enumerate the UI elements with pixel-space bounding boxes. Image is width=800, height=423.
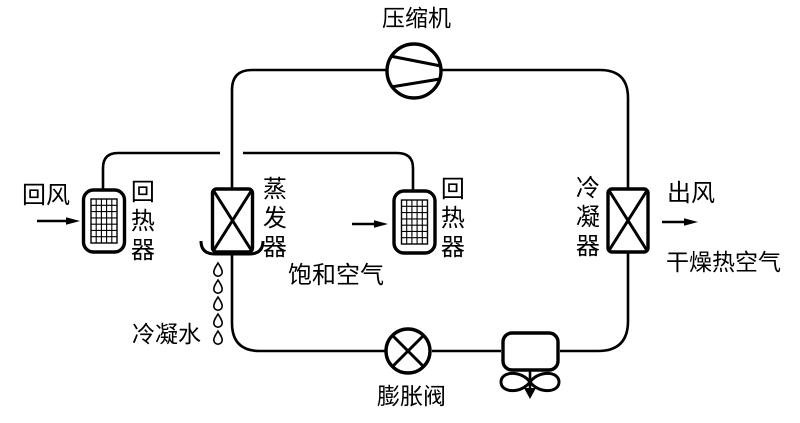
pipe-reheater-loop-left <box>101 151 220 190</box>
compressor-label: 压缩机 <box>382 6 451 32</box>
compressor-symbol <box>385 42 443 100</box>
condenser-label: 冷凝器 <box>571 175 600 262</box>
return-air-label: 回风 <box>22 181 70 209</box>
return-air-arrow <box>37 217 80 225</box>
pipe-compressor-to-condenser <box>441 68 630 189</box>
pipe-reheater-loop-right <box>243 151 415 192</box>
airflow-arrows <box>37 217 698 228</box>
dry-hot-air-label: 干燥热空气 <box>666 250 781 276</box>
reheater-right-label: 回热器 <box>436 176 465 263</box>
refrigerant-pipes <box>101 68 630 353</box>
outlet-air-arrow <box>662 218 698 226</box>
reheater-left-symbol <box>81 188 127 254</box>
pipe-condenser-to-receiver <box>560 252 630 353</box>
evaporator-label: 蒸发器 <box>258 176 287 263</box>
condensate-water-label: 冷凝水 <box>132 322 201 348</box>
evaporator-symbol <box>210 187 255 254</box>
drip-tray <box>199 240 265 256</box>
pipe-expansion-valve-to-evaporator <box>230 252 386 353</box>
expansion-valve-symbol <box>384 327 432 375</box>
reheater-right-symbol <box>392 189 437 255</box>
reheater-left-label: 回热器 <box>126 179 155 266</box>
outlet-air-label: 出风 <box>667 179 715 207</box>
saturated-air-arrow <box>352 220 388 228</box>
expansion-valve-label: 膨胀阀 <box>377 384 446 410</box>
condensate-droplets-icon <box>213 262 223 346</box>
condenser-symbol <box>606 187 650 254</box>
coil-grid <box>91 199 117 243</box>
saturated-air-label: 饱和空气 <box>288 261 384 289</box>
coil-grid <box>401 200 428 244</box>
down-arrowhead <box>524 388 536 399</box>
receiver-symbol <box>501 331 560 372</box>
pipe-evaporator-to-compressor <box>230 68 387 192</box>
fan-icon <box>499 371 561 399</box>
